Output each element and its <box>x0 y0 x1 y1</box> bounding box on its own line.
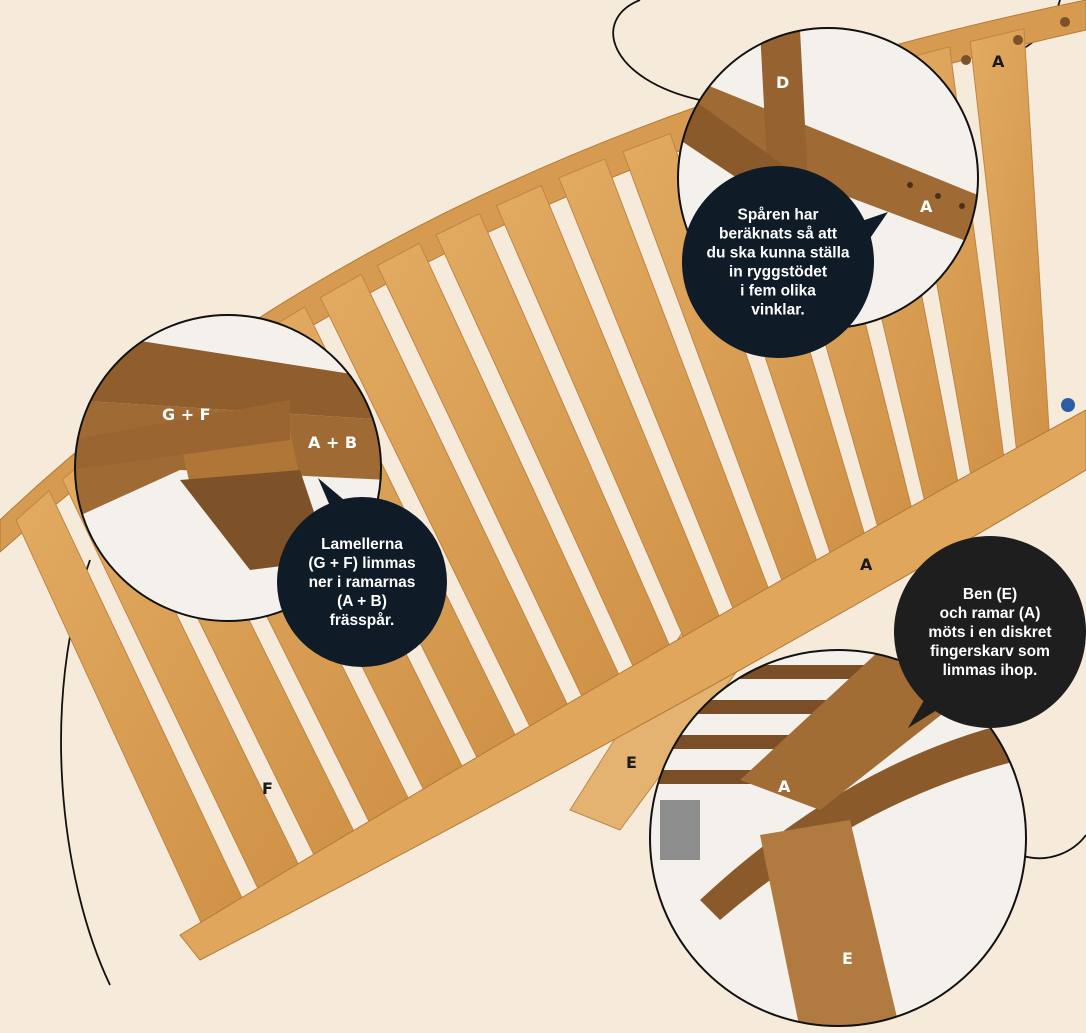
label-a-top-detail: A <box>920 197 933 216</box>
label-a-bottom-detail: A <box>778 777 791 796</box>
bubble-left-text: Lamellerna (G + F) limmas ner i ramarnas (A… <box>308 536 415 629</box>
frame-near <box>179 409 1086 961</box>
detail-circle-top: D A <box>677 27 979 329</box>
bubble-line: och ramar (A) <box>940 605 1041 622</box>
part-label-f: F <box>262 779 273 798</box>
speech-bubble-bottom: Ben (E) och ramar (A) möts i en diskret fin… <box>894 536 1086 728</box>
bubble-top-text: Spåren har beräknats så att du ska kunna s… <box>707 207 850 319</box>
bolt-holes <box>961 17 1070 65</box>
part-label-e: E <box>626 753 637 772</box>
bubble-line: fingerskarv som <box>930 643 1050 660</box>
bubble-line: vinklar. <box>751 302 804 319</box>
bubble-line: limmas ihop. <box>943 662 1038 679</box>
bubble-line: frässpår. <box>330 612 395 629</box>
bubble-line: möts i en diskret <box>928 624 1051 641</box>
part-label-a-middle: A <box>860 555 873 574</box>
bubble-line: (A + B) <box>337 593 387 610</box>
label-e-bottom-detail: E <box>842 949 853 968</box>
label-g-f: G + F <box>162 405 211 424</box>
bubble-line: Ben (E) <box>963 586 1017 603</box>
bubble-line: i fem olika <box>740 283 816 300</box>
speech-bubble-left: Lamellerna (G + F) limmas ner i ramarnas (A… <box>277 478 447 667</box>
speech-bubble-top: Spåren har beräknats så att du ska kunna s… <box>682 166 888 358</box>
part-label-a-top: A <box>992 52 1005 71</box>
bubble-line: Spåren har <box>738 207 819 224</box>
detail-circle-left: G + F A + B <box>74 314 382 622</box>
bubble-line: (G + F) limmas <box>308 555 415 572</box>
leader-line-top <box>612 0 701 101</box>
bubble-line: ner i ramarnas <box>309 574 416 591</box>
leader-line-bottom <box>1019 834 1086 860</box>
bolt-knob <box>1061 398 1075 412</box>
bubble-line: in ryggstödet <box>729 264 827 281</box>
label-a-b: A + B <box>308 433 357 452</box>
bubble-bottom-text: Ben (E) och ramar (A) möts i en diskret fin… <box>928 586 1051 679</box>
bubble-line: beräknats så att <box>719 226 837 243</box>
bubble-line: Lamellerna <box>321 536 403 553</box>
bubble-line: du ska kunna ställa <box>707 245 850 262</box>
label-d: D <box>776 73 789 92</box>
